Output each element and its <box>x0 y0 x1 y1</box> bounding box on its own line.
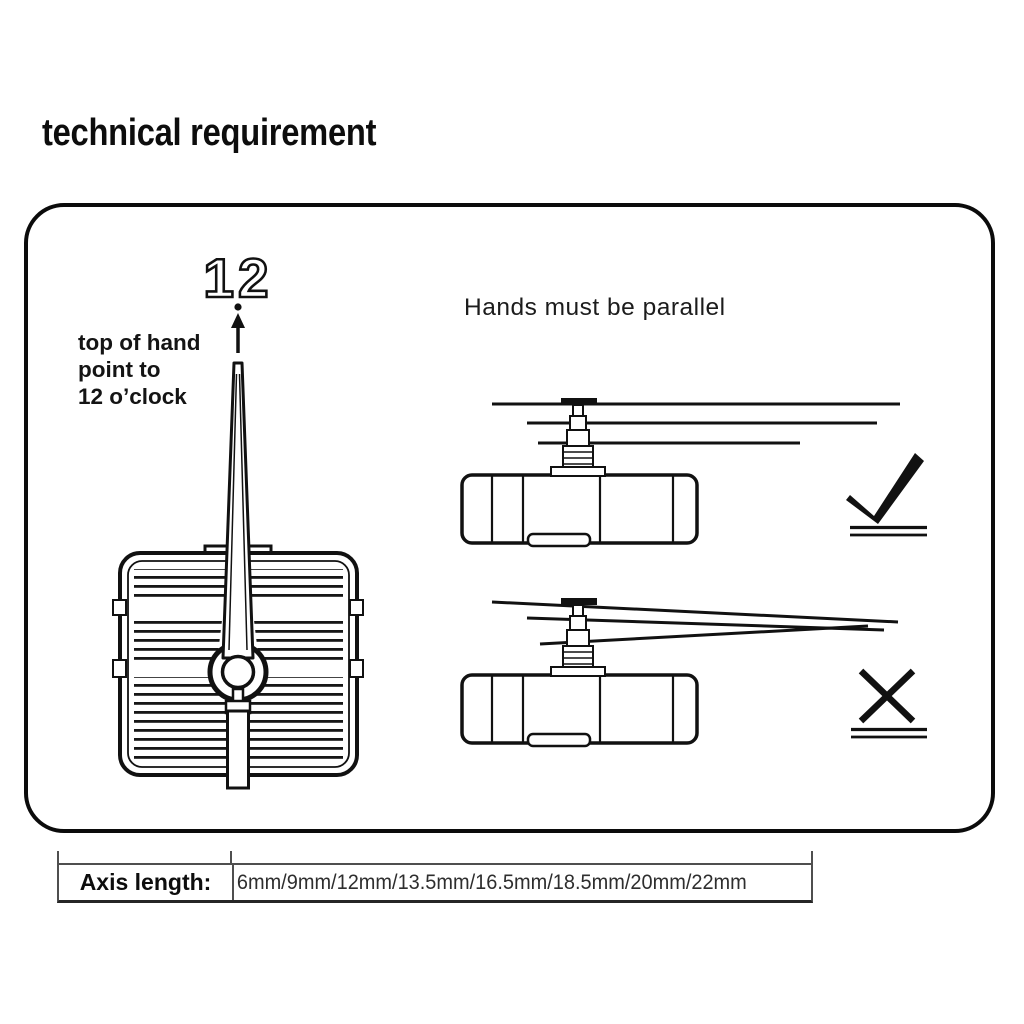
side-body-seams <box>490 676 675 742</box>
movement-side-view-bad <box>460 598 899 748</box>
shaft-stack <box>562 604 594 668</box>
side-body-seams <box>490 476 675 542</box>
cross-icon <box>851 668 927 739</box>
shaft-flange <box>550 666 606 677</box>
movement-side-view-good <box>460 398 900 548</box>
page-title: technical requirement <box>42 112 377 154</box>
table-tick-left <box>57 851 59 864</box>
clock-numeral-12: 12 <box>203 247 272 309</box>
hands-parallel-lines <box>492 402 900 445</box>
hand-annotation-line-1: top of hand <box>78 330 201 355</box>
dot-icon <box>234 303 242 311</box>
side-foot <box>526 532 592 548</box>
hands-crossed-lines <box>491 600 899 646</box>
minute-hand <box>221 361 255 660</box>
hub-center <box>220 654 256 690</box>
spec-table: Axis length: 6mm/9mm/12mm/13.5mm/16.5mm/… <box>57 863 813 903</box>
shaft-stack <box>562 404 594 468</box>
hand-annotation-line-3: 12 o’clock <box>78 384 187 409</box>
hand-annotation-line-2: point to <box>78 357 161 382</box>
movement-front-view <box>112 361 364 790</box>
shaft-flange <box>550 466 606 477</box>
parallel-rule-heading: Hands must be parallel <box>464 294 726 321</box>
table-tick-right <box>811 851 813 864</box>
mounting-notches <box>112 599 364 678</box>
shaft-cap <box>561 598 597 605</box>
axis-length-label: Axis length: <box>59 865 234 900</box>
hand-annotation: top of hand point to 12 o’clock <box>78 329 200 410</box>
table-tick-divider <box>230 851 232 864</box>
side-foot <box>526 732 592 748</box>
check-icon <box>846 453 927 537</box>
axis-length-value: 6mm/9mm/12mm/13.5mm/16.5mm/18.5mm/20mm/2… <box>236 870 747 894</box>
up-arrow-icon <box>231 313 245 353</box>
shaft-cap <box>561 398 597 405</box>
hanger-tail <box>224 687 252 790</box>
